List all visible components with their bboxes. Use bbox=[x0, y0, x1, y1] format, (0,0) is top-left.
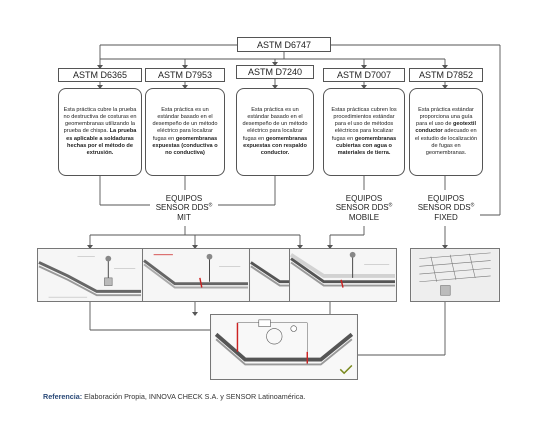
equipment-line3: FIXED bbox=[434, 212, 458, 222]
description-text: Esta práctica es un estándar basado en e… bbox=[241, 107, 309, 158]
reference-text: Elaboración Propia, INNOVA CHECK S.A. y … bbox=[84, 392, 306, 401]
equipment-line1: EQUIPOS bbox=[165, 194, 203, 204]
description-text: Esta práctica estándar proporciona una g… bbox=[414, 107, 478, 158]
illustration-image bbox=[212, 315, 356, 379]
root-standard-box: ASTM D6747 bbox=[237, 37, 331, 52]
equipment-line2: SENSOR DDS bbox=[155, 203, 209, 213]
description-bold-segment: geotextil conductor bbox=[415, 121, 477, 135]
equipment-line1: EQUIPOS bbox=[345, 194, 383, 204]
description-box-d7953: Esta práctica es un estándar basado en e… bbox=[145, 88, 225, 176]
description-text: Esta práctica es un estándar basado en e… bbox=[150, 107, 220, 158]
description-box-d6365: Esta práctica cubre la prueba no destruc… bbox=[58, 88, 142, 176]
description-bold-segment: La prueba es aplicable a soldaduras hech… bbox=[66, 128, 137, 157]
description-segment: Esta práctica es un estándar basado en e… bbox=[242, 106, 308, 142]
description-box-d7007: Estas prácticas cubren los procedimiento… bbox=[323, 88, 405, 176]
description-bold-segment: geomembranas cubiertas con agua o materi… bbox=[336, 135, 397, 157]
standard-box-d7953: ASTM D7953 bbox=[145, 68, 225, 82]
description-segment: Esta práctica cubre la prueba no destruc… bbox=[63, 106, 137, 135]
description-segment: Esta práctica es un estándar basado en e… bbox=[152, 106, 218, 142]
illustration-covered-survey bbox=[289, 248, 397, 302]
registered-mark: ® bbox=[470, 202, 475, 209]
standard-box-d6365: ASTM D6365 bbox=[58, 68, 142, 82]
reference-label: Referencia: bbox=[43, 392, 83, 401]
equipment-line1: EQUIPOS bbox=[427, 194, 465, 204]
illustration-fixed-grid bbox=[410, 248, 500, 302]
description-bold-segment: geomembranas expuestas (conductiva o no … bbox=[152, 135, 218, 157]
illustration-image bbox=[143, 249, 248, 301]
standard-box-d7852: ASTM D7852 bbox=[409, 68, 483, 82]
description-box-d7240: Esta práctica es un estándar basado en e… bbox=[236, 88, 314, 176]
equipment-fixed: EQUIPOS SENSOR DDS® FIXED bbox=[412, 190, 480, 226]
equipment-mobile: EQUIPOS SENSOR DDS® MOBILE bbox=[330, 190, 398, 226]
description-segment: adecuado en el estudio de localización d… bbox=[414, 128, 478, 157]
description-segment: Esta práctica estándar proporciona una g… bbox=[415, 106, 474, 128]
description-bold-segment: geomembranas expuestas con respaldo cond… bbox=[243, 135, 308, 157]
equipment-line2: SENSOR DDS bbox=[417, 203, 471, 213]
equipment-mit: EQUIPOS SENSOR DDS® MIT bbox=[150, 190, 218, 226]
standard-box-d7240: ASTM D7240 bbox=[236, 65, 314, 79]
equipment-line3: MOBILE bbox=[348, 212, 380, 222]
standard-label: ASTM D7007 bbox=[336, 70, 392, 80]
description-text: Esta práctica cubre la prueba no destruc… bbox=[63, 107, 137, 158]
illustration-image bbox=[38, 249, 142, 301]
registered-mark: ® bbox=[208, 202, 213, 209]
description-segment: Estas prácticas cubren los procedimiento… bbox=[331, 106, 397, 142]
standard-label: ASTM D7852 bbox=[418, 70, 474, 80]
illustration-image bbox=[290, 249, 395, 301]
description-text: Estas prácticas cubren los procedimiento… bbox=[328, 107, 400, 158]
reference-note: Referencia: Elaboración Propia, INNOVA C… bbox=[43, 392, 305, 401]
illustration-spark-test bbox=[37, 248, 143, 302]
registered-mark: ® bbox=[388, 202, 393, 209]
illustration-exposed-survey bbox=[142, 248, 250, 302]
illustration-image bbox=[411, 249, 499, 301]
equipment-line2: SENSOR DDS bbox=[335, 203, 389, 213]
standard-label: ASTM D6365 bbox=[72, 70, 128, 80]
equipment-line3: MIT bbox=[177, 212, 191, 222]
standard-box-d7007: ASTM D7007 bbox=[323, 68, 405, 82]
root-standard-label: ASTM D6747 bbox=[256, 39, 312, 50]
illustration-geotextile-schematic bbox=[210, 314, 358, 380]
standard-label: ASTM D7953 bbox=[157, 70, 213, 80]
description-box-d7852: Esta práctica estándar proporciona una g… bbox=[409, 88, 483, 176]
standard-label: ASTM D7240 bbox=[247, 67, 303, 77]
